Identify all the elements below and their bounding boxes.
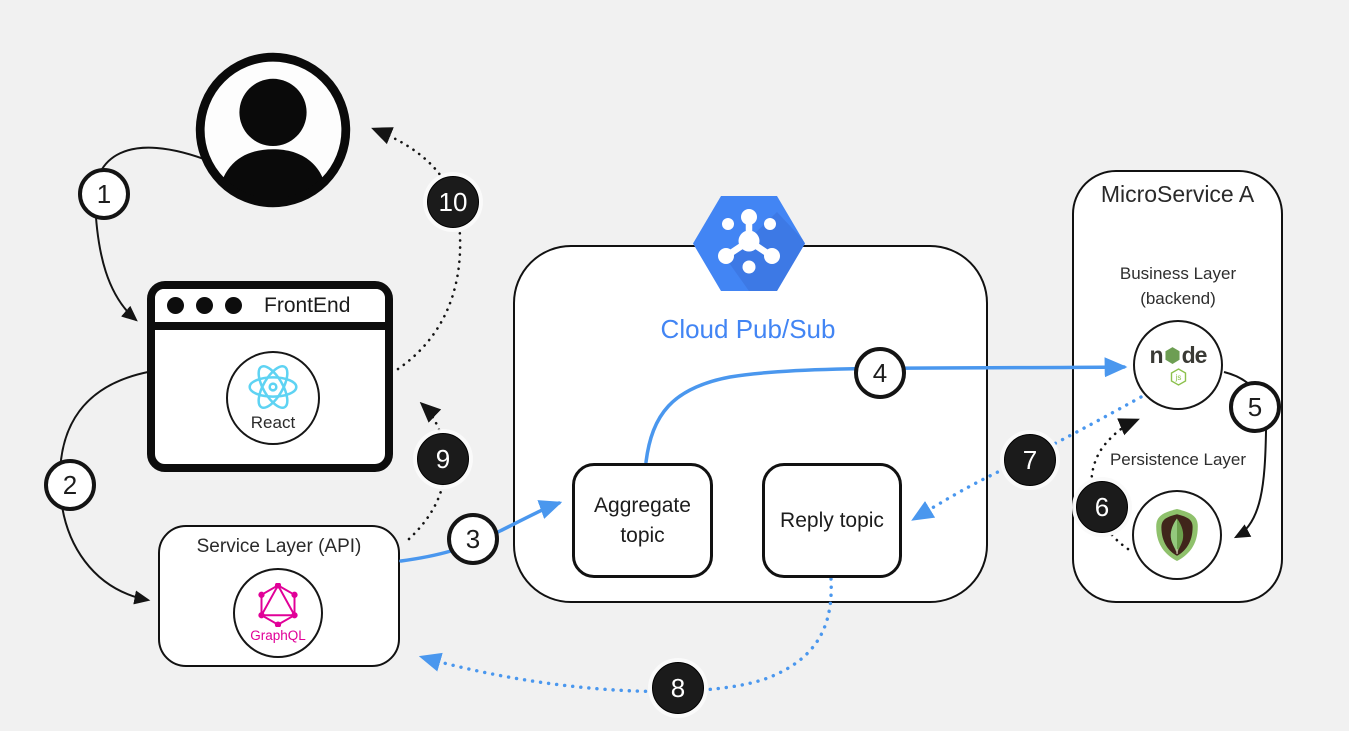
step-4-number: 4 xyxy=(872,357,888,388)
step-6-number: 6 xyxy=(1094,491,1110,522)
window-dot-icon xyxy=(167,297,184,314)
business-layer-label: Business Layer (backend) xyxy=(1078,262,1278,311)
nodejs-js-icon: js xyxy=(1170,368,1186,386)
graphql-badge: GraphQL xyxy=(233,568,323,658)
step-10-number: 10 xyxy=(438,186,468,217)
react-badge: React xyxy=(226,351,320,445)
mongodb-badge xyxy=(1132,490,1222,580)
business-layer-line2: (backend) xyxy=(1140,288,1216,308)
reply-topic-box: Reply topic xyxy=(762,463,902,578)
step-2-number: 2 xyxy=(62,469,78,500)
step-3-number: 3 xyxy=(465,523,481,554)
graphql-icon xyxy=(258,583,298,627)
step-4-badge: 4 xyxy=(854,347,906,399)
mongodb-icon xyxy=(1156,509,1198,561)
step-6-badge: 6 xyxy=(1076,481,1128,533)
node-hexagon-icon xyxy=(1165,347,1180,364)
step-5-badge: 5 xyxy=(1229,381,1281,433)
service-layer-title: Service Layer (API) xyxy=(196,536,362,557)
microservice-title: MicroService A xyxy=(1100,181,1255,207)
nodejs-js-label: js xyxy=(1174,373,1181,382)
node-word-end: de xyxy=(1181,342,1208,368)
nodejs-icon: n de xyxy=(1149,342,1208,368)
node-word-start: n xyxy=(1149,342,1164,368)
frontend-title: FrontEnd xyxy=(264,293,351,317)
user-avatar xyxy=(193,50,353,210)
aggregate-topic-box: Aggregate topic xyxy=(572,463,713,578)
step-9-badge: 9 xyxy=(417,433,469,485)
step-7-number: 7 xyxy=(1022,444,1038,475)
persistence-layer-label: Persistence Layer xyxy=(1109,450,1247,469)
business-layer-line1: Business Layer xyxy=(1119,264,1237,283)
user-avatar-icon xyxy=(195,52,351,208)
step-9-number: 8 xyxy=(670,672,686,703)
pubsub-title: Cloud Pub/Sub xyxy=(660,314,836,344)
frontend-titlebar: FrontEnd xyxy=(155,289,385,330)
window-dot-icon xyxy=(196,297,213,314)
step-1-number: 1 xyxy=(96,178,112,209)
window-dot-icon xyxy=(225,297,242,314)
step-1-badge: 1 xyxy=(78,168,130,220)
step-3-badge: 3 xyxy=(447,513,499,565)
step-10-badge: 10 xyxy=(427,176,479,228)
nodejs-badge: n de js xyxy=(1133,320,1223,410)
react-label: React xyxy=(250,413,296,432)
step-9-number: 9 xyxy=(435,443,451,474)
step-7-badge: 7 xyxy=(1004,434,1056,486)
pubsub-icon xyxy=(693,196,805,291)
reply-topic-label: Reply topic xyxy=(780,508,884,532)
step-2-badge: 2 xyxy=(44,459,96,511)
graphql-label: GraphQL xyxy=(250,628,306,643)
step-8-badge: 8 xyxy=(652,662,704,714)
aggregate-topic-label: Aggregate topic xyxy=(594,494,691,547)
step-5-number: 5 xyxy=(1247,391,1263,422)
react-icon xyxy=(248,364,298,410)
